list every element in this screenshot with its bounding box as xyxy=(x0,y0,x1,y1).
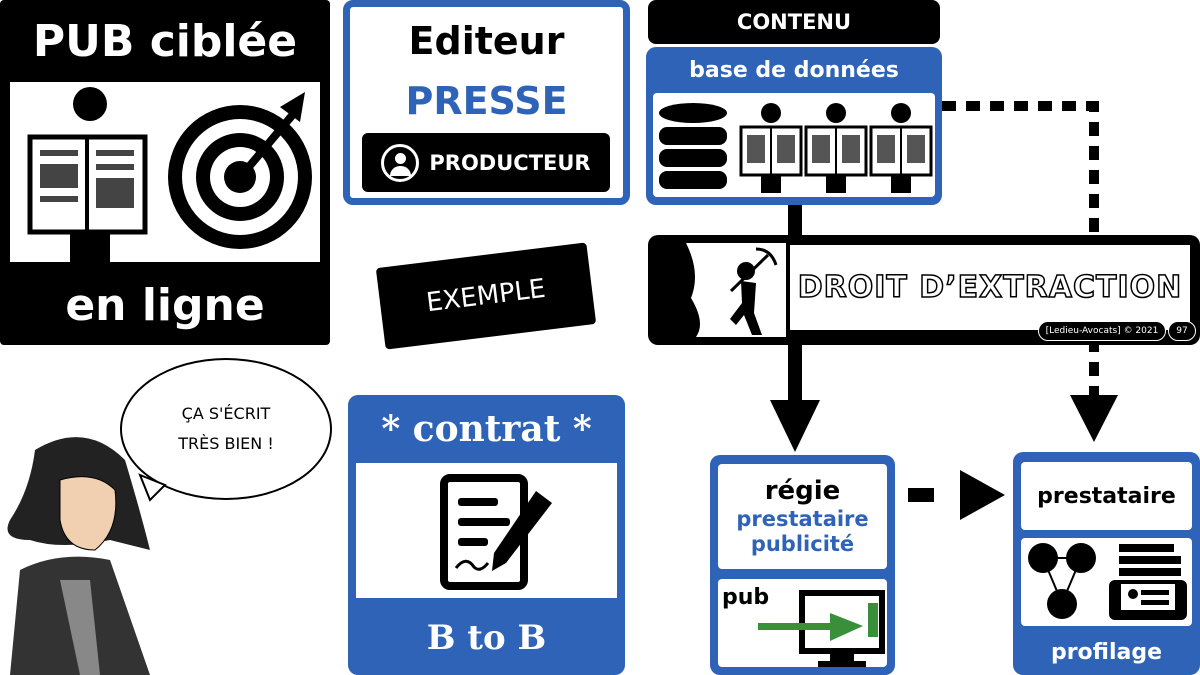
prestataire-footer: profilage xyxy=(1050,640,1163,665)
speech-bubble: ÇA S'ÉCRIT TRÈS BIEN ! xyxy=(120,358,332,500)
reader-target-icon xyxy=(27,87,312,262)
regie-title: régie xyxy=(764,475,841,506)
producteur-label: PRODUCTEUR xyxy=(429,150,591,175)
arrow-right-dashed xyxy=(960,470,1005,520)
contenu-subtitle: base de données xyxy=(689,57,899,83)
editeur-panel: Editeur PRESSE PRODUCTEUR xyxy=(343,0,630,205)
droit-extraction-banner: DROIT D’EXTRACTION [Ledieu-Avocats] © 20… xyxy=(648,235,1200,345)
producteur-badge: PRODUCTEUR xyxy=(362,133,610,192)
bubble-line-1: ÇA S'ÉCRIT xyxy=(181,403,271,423)
profiling-network-icon xyxy=(1028,543,1187,620)
bubble-line-2: TRÈS BIEN ! xyxy=(178,434,274,453)
extraction-title: DROIT D’EXTRACTION xyxy=(797,269,1183,306)
contract-sign-icon xyxy=(440,474,552,590)
contenu-header: CONTENU xyxy=(648,0,940,44)
contrat-panel: * contrat * B to B xyxy=(348,395,625,675)
pub-ciblee-panel: PUB ciblée en ligne xyxy=(0,0,330,345)
contrat-footer: B to B xyxy=(426,617,547,658)
contrat-title: * contrat * xyxy=(381,408,592,450)
pub-label: pub xyxy=(722,585,770,610)
database-readers-icon xyxy=(659,101,933,195)
regie-line-2: prestataire xyxy=(736,506,869,531)
credit-pill: [Ledieu-Avocats] © 2021 xyxy=(1038,321,1166,341)
editeur-subtitle: PRESSE xyxy=(405,79,568,123)
miner-icon xyxy=(656,243,786,337)
prestataire-title: prestataire xyxy=(1021,462,1192,530)
monitor-ad-icon xyxy=(758,590,885,667)
arrow-down-dotted xyxy=(1070,395,1118,442)
user-icon xyxy=(381,143,420,182)
contenu-panel: base de données xyxy=(646,47,942,205)
woman-character-illustration xyxy=(7,437,167,675)
prestataire-panel: prestataire profilage xyxy=(1013,452,1200,675)
regie-line-3: publicité xyxy=(750,532,855,557)
pub-title: PUB ciblée xyxy=(32,15,298,67)
pub-illustration xyxy=(10,82,320,262)
pub-footer: en ligne xyxy=(65,279,265,331)
page-number: 97 xyxy=(1168,321,1196,341)
regie-panel: régie prestataire publicité pub xyxy=(710,455,895,675)
editeur-title: Editeur xyxy=(408,19,565,63)
arrow-down-solid xyxy=(770,400,820,452)
